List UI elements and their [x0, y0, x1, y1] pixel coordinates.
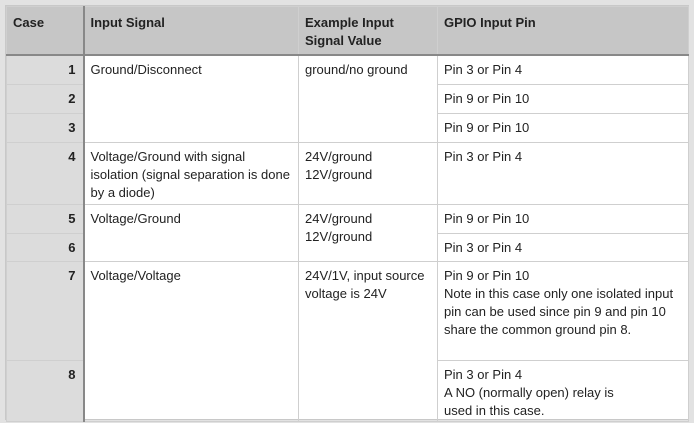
gpio-note-text: A NO (normally open) relay is used in th…	[444, 384, 614, 418]
case-number: 1	[6, 54, 85, 85]
example-line: 24V/ground	[305, 210, 373, 226]
example-cell: 24V/1V, input source voltage is 24V	[298, 260, 438, 422]
gpio-cell: Pin 3 or Pin 4	[437, 141, 689, 205]
case-number: 3	[6, 112, 85, 143]
gpio-cell: Pin 3 or Pin 4	[437, 232, 689, 262]
case-number: 6	[6, 232, 85, 262]
table-row: 5 Voltage/Ground 24V/ground 12V/ground Pi…	[6, 203, 689, 262]
header-case: Case	[6, 6, 85, 56]
example-cell: 24V/ground 12V/ground	[298, 141, 438, 205]
case-number: 2	[6, 83, 85, 114]
gpio-pin-text: Pin 3 or Pin 4	[444, 366, 523, 382]
header-example-line1: Example Input	[305, 15, 394, 30]
table-row: 4 Voltage/Ground with signal isolation (…	[6, 141, 689, 205]
example-line: 24V/ground	[305, 148, 373, 164]
header-example-line2: Signal Value	[305, 33, 382, 48]
example-line: 12V/ground	[305, 228, 373, 244]
table-row: 7 Voltage/Voltage 24V/1V, input source v…	[6, 260, 689, 422]
gpio-cell: Pin 9 or Pin 10	[437, 112, 689, 143]
header-input-signal: Input Signal	[83, 6, 299, 56]
case-number: 5	[6, 203, 85, 234]
example-line: 12V/ground	[305, 166, 373, 182]
input-signal-cell: Voltage/Ground with signal isolation (si…	[83, 141, 299, 205]
input-signal-cell: Voltage/Ground	[83, 203, 299, 262]
case-number: 8	[6, 359, 85, 422]
table-row: 1 Ground/Disconnect ground/no ground Pin…	[6, 54, 689, 143]
case-number: 7	[6, 260, 85, 361]
example-cell: 24V/ground 12V/ground	[298, 203, 438, 262]
case-number: 4	[6, 141, 85, 205]
table-row: 8 Pin 3 or Pin 4 A NO (normally open) rel…	[6, 359, 689, 422]
example-cell: ground/no ground	[298, 54, 438, 143]
gpio-cell: Pin 3 or Pin 4	[437, 54, 689, 85]
table-row: 2 Pin 9 or Pin 10	[6, 83, 689, 114]
gpio-note-text: Note in this case only one isolated inpu…	[444, 285, 674, 337]
table-row: 6 Pin 3 or Pin 4	[6, 232, 689, 262]
input-signal-cell: Ground/Disconnect	[83, 54, 299, 143]
gpio-cell: Pin 9 or Pin 10	[437, 203, 689, 234]
input-signal-cell: Voltage/Voltage	[83, 260, 299, 422]
gpio-cell: Pin 9 or Pin 10	[437, 83, 689, 114]
gpio-pin-text: Pin 9 or Pin 10	[444, 267, 530, 283]
header-gpio: GPIO Input Pin	[437, 6, 689, 56]
gpio-cell: Pin 9 or Pin 10 Note in this case only on…	[437, 260, 689, 361]
gpio-cell: Pin 3 or Pin 4 A NO (normally open) relay…	[437, 359, 689, 422]
